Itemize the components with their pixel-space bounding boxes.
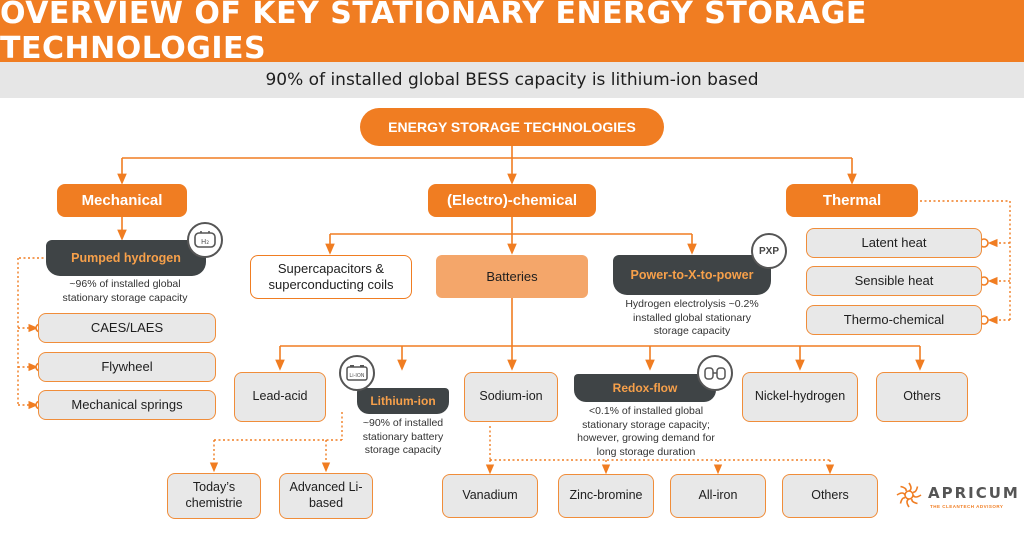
lithium-child-todays-chemistrie: Today’s chemistrie: [167, 473, 261, 519]
redox-flow-label: Redox-flow: [574, 374, 716, 402]
category-mechanical: Mechanical: [57, 184, 187, 217]
power-to-x-to-power-label: Power-to-X-to-power: [613, 255, 771, 295]
mechanical-item-flywheel: Flywheel: [38, 352, 216, 382]
redox-child-zinc-bromine: Zinc-bromine: [558, 474, 654, 518]
pxp-icon: PXP: [751, 233, 787, 269]
battery-sodium-ion: Sodium-ion: [464, 372, 558, 422]
battery-icon: Li-ION: [339, 355, 375, 391]
hydrogen-icon-text: H₂: [201, 238, 209, 246]
power-to-x-note: Hydrogen electrolysis ~0.2% installed gl…: [625, 298, 759, 338]
apricum-logo-icon: [894, 480, 924, 510]
page-title: OVERVIEW OF KEY STATIONARY ENERGY STORAG…: [0, 0, 1024, 66]
thermal-item-thermo-chemical: Thermo-chemical: [806, 305, 982, 335]
battery-lead-acid: Lead-acid: [234, 372, 326, 422]
lithium-ion-label: Lithium-ion: [357, 388, 449, 414]
hydrogen-tank-icon: H₂: [187, 222, 223, 258]
mechanical-item-caes-laes: CAES/LAES: [38, 313, 216, 343]
thermal-item-sensible-heat: Sensible heat: [806, 266, 982, 296]
root-energy-storage-technologies: ENERGY STORAGE TECHNOLOGIES: [360, 108, 664, 146]
redox-child-vanadium: Vanadium: [442, 474, 538, 518]
battery-others: Others: [876, 372, 968, 422]
category-electro-chemical: (Electro)-chemical: [428, 184, 596, 217]
apricum-logo-name: APRICUM: [928, 484, 1020, 502]
lithium-ion-note: ~90% of installed stationary battery sto…: [362, 417, 444, 457]
apricum-logo-tagline: THE CLEANTECH ADVISORY: [930, 504, 1004, 509]
batteries-node: Batteries: [436, 255, 588, 298]
pumped-hydrogen-label: Pumped hydrogen: [46, 240, 206, 276]
mechanical-item-mechanical-springs: Mechanical springs: [38, 390, 216, 420]
category-thermal: Thermal: [786, 184, 918, 217]
redox-child-others: Others: [782, 474, 878, 518]
battery-icon-text: Li-ION: [349, 373, 364, 379]
redox-flow-note: <0.1% of installed global stationary sto…: [577, 405, 715, 458]
flow-cell-icon: [697, 355, 733, 391]
supercapacitors-node: Supercapacitors & superconducting coils: [250, 255, 412, 299]
pumped-hydrogen-note: ~96% of installed global stationary stor…: [62, 278, 188, 304]
thermal-item-latent-heat: Latent heat: [806, 228, 982, 258]
subtitle-bar: 90% of installed global BESS capacity is…: [0, 62, 1024, 98]
lithium-child-advanced-li-based: Advanced Li-based: [279, 473, 373, 519]
redox-child-all-iron: All-iron: [670, 474, 766, 518]
battery-nickel-hydrogen: Nickel-hydrogen: [742, 372, 858, 422]
